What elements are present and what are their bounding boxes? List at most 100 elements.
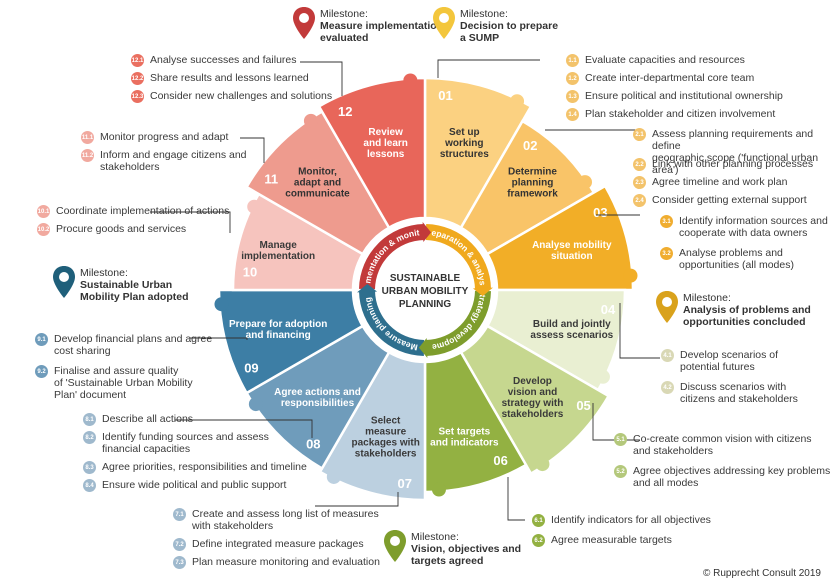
substep-badge: 8.1: [83, 413, 96, 426]
substep-text-line: Co-create common vision with citizens: [633, 433, 812, 445]
substep-text-line: Analyse problems and: [679, 247, 783, 259]
step-wedge-bump-01: [510, 94, 525, 109]
substep-text-line: Identify information sources and: [679, 215, 828, 227]
location-pin-icon: [656, 291, 678, 323]
substep-text-line: Inform and engage citizens and: [100, 149, 247, 161]
substep-text-line: financial capacities: [102, 443, 191, 455]
substep-badge: 5.1: [614, 433, 627, 446]
step-wedge-bump-05: [535, 457, 550, 472]
phase-ring-segment: [425, 224, 491, 290]
milestone-title-line: Decision to prepare: [460, 20, 559, 32]
step-label-line: Manage: [260, 240, 298, 251]
step-label-line: vision and: [508, 387, 557, 398]
step-number-12: 12: [338, 104, 352, 119]
milestone-prefix: Milestone:: [320, 8, 368, 20]
step-label-line: and indicators: [430, 437, 499, 448]
location-pin-icon: [433, 7, 455, 39]
substep-row: 5.1 Co-create common vision with citizens…: [614, 433, 812, 457]
substep-text: Share results and lessons learned: [150, 72, 309, 84]
substep-text-line: potential futures: [680, 361, 755, 373]
phase-arrow-tip: [418, 337, 428, 358]
step-label-line: framework: [507, 189, 558, 200]
step-number-08: 08: [306, 437, 320, 452]
substep-text: Link with other planning processes: [652, 158, 813, 170]
step-number-06: 06: [493, 453, 507, 468]
substep-text-line: Create and assess long list of measures: [192, 508, 379, 520]
step-label-line: responsibilities: [281, 398, 355, 409]
step-label-line: Build and jointly: [533, 319, 611, 330]
step-number-05: 05: [576, 398, 590, 413]
substep-text-line: Share results and lessons learned: [150, 72, 309, 84]
substep-text-line: Develop financial plans and agree: [54, 333, 213, 345]
substep-text-line: opportunities (all modes): [679, 259, 794, 271]
substep-badge: 1.1: [566, 54, 579, 67]
step-number-11: 11: [264, 171, 278, 186]
substep-text: Coordinate implementation of actions: [56, 205, 229, 217]
step-label-line: Set up: [449, 127, 480, 138]
substep-text: Describe all actions: [102, 413, 193, 425]
milestone-title-line: Sustainable Urban: [80, 279, 173, 291]
substep-text: Agree timeline and work plan: [652, 176, 787, 188]
milestone-title-line: a SUMP: [460, 32, 500, 44]
step-label-line: assess scenarios: [530, 330, 613, 341]
substep-badge: 3.1: [660, 215, 673, 228]
substep-text-line: Evaluate capacities and resources: [585, 54, 745, 66]
substep-text-line: geographic scope ('functional urban area…: [652, 152, 819, 176]
substep-badge: 12.3: [131, 90, 144, 103]
step-label-line: measure: [365, 426, 407, 437]
substep-badge: 8.4: [83, 479, 96, 492]
step-wedge-bump-11: [303, 113, 318, 128]
substep-badge: 7.2: [173, 538, 186, 551]
substep-row: 2.1 Assess planning requirements and defi…: [633, 128, 839, 176]
substep-badge: 11.1: [81, 131, 94, 144]
substep-badge: 3.2: [660, 247, 673, 260]
location-pin-icon: [53, 266, 75, 298]
leader-line: [190, 337, 248, 340]
milestone-title-line: evaluated: [320, 32, 369, 44]
substep-text: Identify indicators for all objectives: [551, 514, 711, 526]
step-label-line: lessons: [367, 149, 405, 160]
substep-text: Plan measure monitoring and evaluation: [192, 556, 380, 568]
substep-text-line: of 'Sustainable Urban Mobility: [54, 377, 193, 389]
substep-badge: 9.1: [35, 333, 48, 346]
step-label-line: structures: [440, 149, 489, 160]
step-wedge-bump-10: [247, 199, 262, 214]
substep-text-line: Consider getting external support: [652, 194, 807, 206]
step-label-line: implementation: [241, 251, 315, 262]
leader-line: [240, 137, 265, 163]
substep-text-line: Plan measure monitoring and evaluation: [192, 556, 380, 568]
substep-text: Agree objectives addressing key problems…: [633, 465, 830, 489]
step-label-line: Monitor,: [298, 167, 337, 178]
step-label-line: communicate: [285, 189, 350, 200]
substep-badge: 2.1: [633, 128, 646, 141]
substep-text: Consider getting external support: [652, 194, 807, 206]
substep-text-line: cost sharing: [54, 345, 111, 357]
substep-text-line: Assess planning requirements and define: [652, 128, 814, 152]
step-label-line: Set targets: [438, 426, 490, 437]
center-title-line: PLANNING: [399, 299, 451, 310]
